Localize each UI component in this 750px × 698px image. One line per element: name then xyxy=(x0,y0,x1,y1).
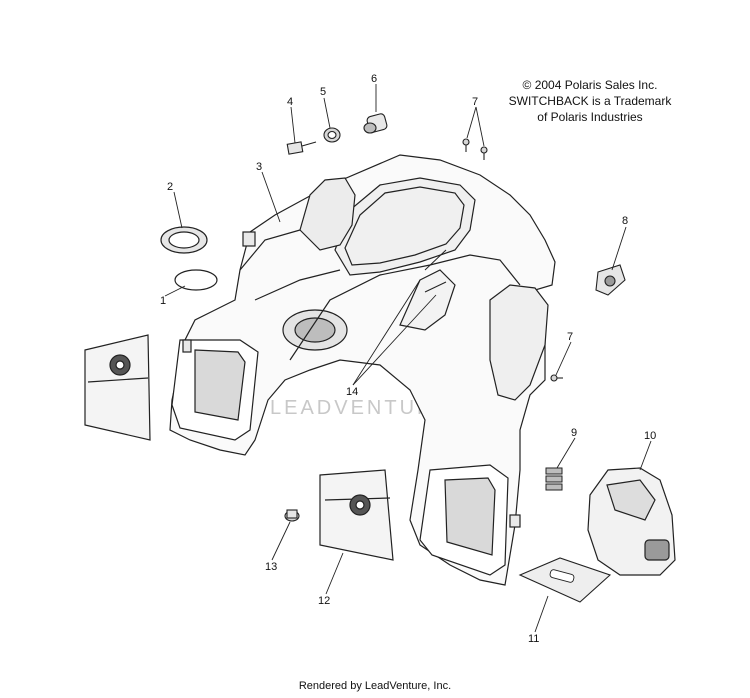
hood-panel xyxy=(169,154,556,586)
callout-3: 3 xyxy=(256,161,262,173)
callout-14: 14 xyxy=(346,386,358,398)
access-panel-front xyxy=(319,469,394,561)
callout-4: 4 xyxy=(287,96,293,108)
leader-lines xyxy=(164,84,652,633)
cover-plate-slot xyxy=(549,569,575,583)
callout-5: 5 xyxy=(320,86,326,98)
footer-credit: Rendered by LeadVenture, Inc. xyxy=(298,680,452,692)
callout-1: 1 xyxy=(160,295,166,307)
callout-10: 10 xyxy=(644,430,656,442)
gasket-ring xyxy=(174,269,218,291)
wire-ties xyxy=(424,249,447,293)
copyright-notice: © 2004 Polaris Sales Inc. SWITCHBACK is … xyxy=(505,77,675,125)
callout-7-top: 7 xyxy=(472,96,478,108)
callout-13: 13 xyxy=(265,561,277,573)
ignition-switch xyxy=(363,113,388,134)
copyright-line-3: of Polaris Industries xyxy=(537,110,643,124)
callout-8: 8 xyxy=(622,215,628,227)
callout-7-right: 7 xyxy=(567,331,573,343)
copyright-line-2: SWITCHBACK is a Trademark xyxy=(508,94,672,108)
watermark: LEADVENTURE xyxy=(270,397,451,419)
callout-9: 9 xyxy=(571,427,577,439)
callout-2: 2 xyxy=(167,181,173,193)
bolt xyxy=(284,509,300,522)
nut xyxy=(323,127,341,143)
copyright-line-1: © 2004 Polaris Sales Inc. xyxy=(522,78,658,92)
grommet xyxy=(160,226,208,254)
fastener-clip xyxy=(545,467,563,491)
callout-12: 12 xyxy=(318,595,330,607)
callout-6: 6 xyxy=(371,73,377,85)
screws-top xyxy=(462,138,488,160)
side-housing xyxy=(587,467,676,576)
callout-11: 11 xyxy=(528,633,539,645)
bracket xyxy=(595,264,626,296)
access-panel-left xyxy=(84,334,151,441)
screw-right xyxy=(550,374,563,382)
key xyxy=(286,141,317,155)
